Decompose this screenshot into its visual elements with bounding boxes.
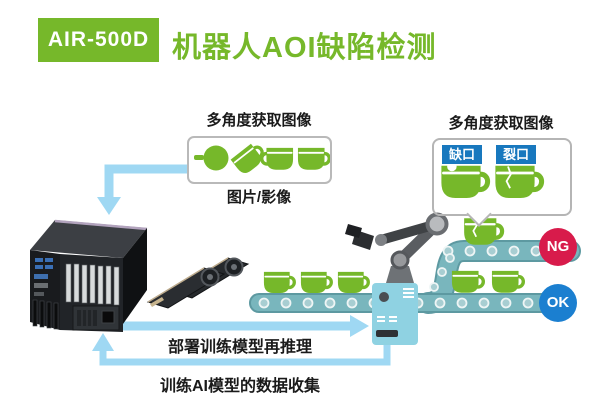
cup-top-view-icon [194, 145, 229, 171]
gpu-cards [146, 257, 250, 309]
images-caption: 图片/影像 [226, 189, 292, 206]
cup-icon [336, 270, 370, 295]
flow-arrow-images-to-computer [97, 164, 188, 215]
computer-tower [30, 219, 148, 332]
image-samples-box [187, 136, 332, 184]
cup-cracked-icon [495, 166, 541, 198]
robot-arm [345, 212, 449, 283]
defect-label-crack: 裂口 [496, 145, 536, 164]
defect-callout-bubble: 缺口 裂口 [432, 138, 572, 227]
flow-arrow-collect [92, 333, 391, 366]
cup-icon [262, 270, 296, 295]
left-capture-label: 多角度获取图像 [206, 112, 312, 129]
gpu-card-front [146, 267, 226, 309]
ok-badge: OK [539, 284, 577, 322]
page-title: 机器人AOI缺陷检测 [172, 32, 437, 64]
deploy-flow-label: 部署训练模型再推理 [167, 339, 312, 356]
cup-icon [299, 270, 333, 295]
product-badge: AIR-500D [38, 18, 159, 62]
controller-device [372, 283, 418, 345]
multi-angle-cup-icons [194, 139, 332, 178]
ng-badge: NG [539, 228, 577, 266]
cup-icon [450, 269, 486, 295]
collect-flow-label: 训练AI模型的数据收集 [159, 378, 320, 395]
flow-arrow-deploy [116, 315, 369, 337]
defect-label-notch: 缺口 [442, 145, 482, 164]
cup-notched-icon [441, 161, 487, 198]
right-capture-label: 多角度获取图像 [448, 115, 554, 132]
camera-icon [345, 224, 374, 250]
cup-icon [490, 269, 526, 295]
